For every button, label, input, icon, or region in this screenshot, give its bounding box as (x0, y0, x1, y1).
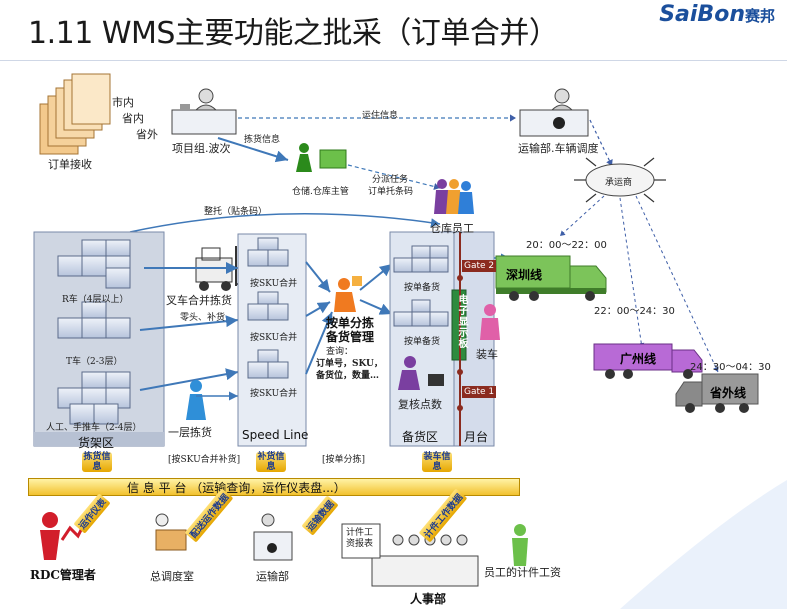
loading-worker-icon (480, 304, 500, 340)
dispatch-room-label: 总调度室 (150, 570, 194, 583)
floor-picker-icon (186, 380, 206, 420)
e-board-label: 电子显示板 (456, 294, 467, 349)
dispatch-barcode-label: 订单托条码 (368, 187, 414, 197)
warehouse-staff-icon (434, 179, 474, 214)
pick-info-label: 拣货信息 (244, 135, 281, 145)
sort-details-2: 备货位，数量… (316, 371, 380, 381)
transport-info-label: 运住信息 (362, 111, 399, 121)
truck-guangzhou-icon (593, 343, 703, 379)
staging-zone-label: 备货区 (402, 430, 439, 444)
flow-sku-label: [按SKU合并补货] (168, 455, 241, 465)
rdc-manager-icon (40, 512, 88, 560)
order-receive-label: 订单接收 (48, 158, 92, 171)
truck-shenzhen-icon (495, 255, 607, 301)
sku-merge-label-3: 按SKU合并 (250, 389, 298, 399)
route-shenzhen-time: 20：00～22：00 (526, 240, 607, 251)
route-province-label: 省外线 (710, 386, 747, 400)
wage-table-label: 计件工资报表 (346, 528, 374, 549)
route-shenzhen-label: 深圳线 (506, 268, 543, 282)
transport-desk-icon (253, 513, 293, 561)
r-car-label: R车（4层以上） (62, 295, 129, 305)
route-guangzhou-label: 广州线 (620, 352, 657, 366)
sort-title-1: 按单分拣 (326, 316, 375, 330)
floor-pick-label: 一层拣货 (168, 426, 212, 439)
warehouse-manager-label: 仓储.仓库主管 (292, 187, 349, 197)
rack-boxes-icon (57, 239, 131, 425)
hr-label: 人事部 (410, 592, 447, 606)
origin-province: 省内 (122, 112, 144, 125)
dispatch-task-label: 分派任务 (372, 175, 409, 185)
origin-outer: 省外 (136, 128, 158, 141)
sorter-icon (334, 276, 362, 312)
staff-wage-icon (512, 524, 528, 566)
page-title: 1.11 WMS主要功能之批采（订单合并） (28, 16, 559, 51)
logo-cn: 赛邦 (744, 7, 775, 25)
dock-zone-label: 月台 (464, 430, 489, 444)
info-platform-bar: 信 息 平 台 （运输查询，运作仪表盘...） (28, 478, 520, 496)
dispatch-room-icon (155, 513, 187, 551)
flow-order-label: [按单分拣] (322, 455, 366, 465)
by-order-stage-2: 按单备货 (404, 337, 441, 347)
speed-line-area (237, 233, 307, 447)
pallet-barcode-label: 整托（贴条码） (204, 207, 268, 217)
sku-merge-label-1: 按SKU合并 (250, 279, 298, 289)
speed-line-label: Speed Line (242, 428, 309, 442)
manual-label: 人工、手推车（2-4层） (46, 423, 142, 433)
sort-title-2: 备货管理 (326, 330, 375, 344)
route-province-time: 24：30～04：30 (690, 362, 771, 373)
gate-1-label: Gate 1 (462, 386, 497, 398)
t-car-label: T车（2-3层） (66, 357, 123, 367)
project-group-desk-icon (171, 88, 237, 135)
transport-label: 运输部 (256, 570, 289, 583)
transport-dept-label: 运输部.车辆调度 (518, 142, 599, 155)
origin-city: 市内 (112, 96, 134, 109)
hr-table-icon (341, 523, 479, 587)
carrier-label: 承运商 (605, 178, 633, 188)
speed-line-boxes-icon (247, 237, 289, 379)
recheck-worker-icon (398, 356, 444, 390)
decorative-swoosh (620, 480, 787, 609)
badge-pick-info: 拣货信息 (82, 452, 112, 472)
staging-boxes-icon (393, 245, 449, 327)
sort-details-1: 订单号，SKU， (316, 359, 383, 369)
order-documents-icon (39, 73, 111, 155)
carrier-hub-icon (574, 157, 666, 203)
saibon-logo: SaiBon赛邦 (659, 2, 775, 27)
route-guangzhou-time: 22：00～24：30 (594, 306, 675, 317)
by-order-stage-1: 按单备货 (404, 283, 441, 293)
staff-wage-label: 员工的计件工资 (484, 566, 561, 579)
rdc-label: RDC管理者 (30, 568, 96, 582)
logo-latin: SaiBon (659, 2, 745, 27)
badge-loading-info: 装车信息 (422, 452, 452, 472)
loading-label: 装车 (476, 348, 498, 361)
forklift-sub-label: 零头、补货 (180, 313, 226, 323)
rack-zone-label: 货架区 (78, 436, 115, 450)
project-group-label: 项目组.波次 (172, 142, 231, 155)
recheck-label: 复核点数 (398, 398, 442, 411)
truck-province-icon (675, 373, 759, 413)
forklift-label: 叉车合并拣货 (166, 294, 232, 307)
sku-merge-label-2: 按SKU合并 (250, 333, 298, 343)
gate-2-label: Gate 2 (462, 260, 497, 272)
warehouse-staff-label: 仓库员工 (430, 222, 474, 235)
badge-replenish-info: 补货信息 (256, 452, 286, 472)
sort-query: 查询： (326, 347, 354, 357)
title-underline (0, 60, 787, 61)
transport-dept-desk-icon (519, 88, 589, 137)
warehouse-manager-icon (296, 143, 347, 172)
